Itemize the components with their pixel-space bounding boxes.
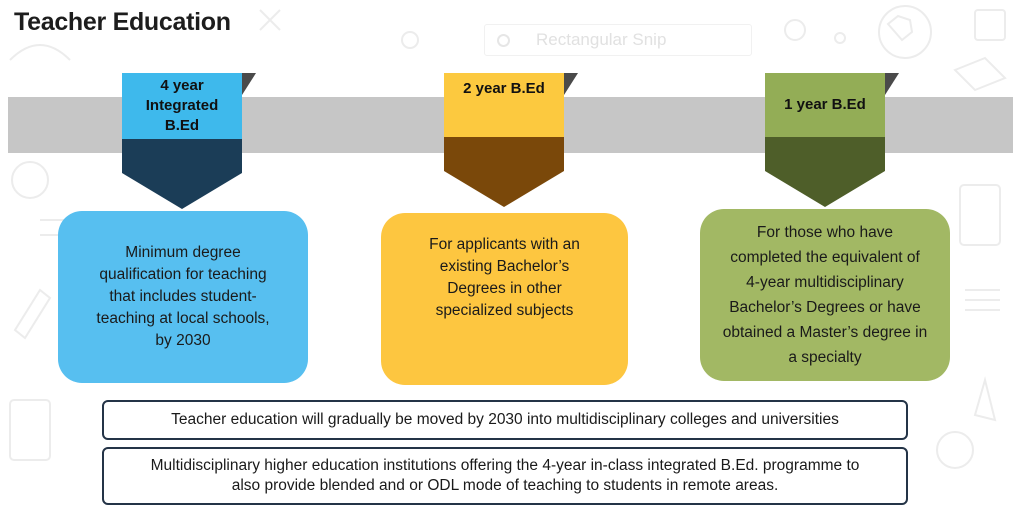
- stage-label: 2 year B.Ed: [463, 80, 545, 97]
- stage-chevron: [765, 137, 885, 207]
- stage-label-tab: 4 year Integrated B.Ed: [122, 73, 242, 139]
- stage-label-tab: 2 year B.Ed: [444, 73, 564, 137]
- tab-fold: [242, 73, 256, 95]
- note-text: Multidisciplinary higher education insti…: [150, 457, 860, 494]
- stage-description: For applicants with an existing Bachelor…: [429, 236, 580, 319]
- note-text: Teacher education will gradually be move…: [171, 411, 839, 428]
- note-box: Teacher education will gradually be move…: [102, 400, 908, 440]
- note-box: Multidisciplinary higher education insti…: [102, 447, 908, 505]
- stage-label: 1 year B.Ed: [784, 96, 866, 113]
- page-title: Teacher Education: [14, 8, 231, 36]
- ghost-snip-watermark: Rectangular Snip: [484, 24, 752, 56]
- stage-description-box: Minimum degree qualification for teachin…: [58, 211, 308, 383]
- tab-fold: [564, 73, 578, 95]
- stage-chevron: [444, 137, 564, 207]
- stage-description-box: For applicants with an existing Bachelor…: [381, 213, 628, 385]
- ghost-snip-label: Rectangular Snip: [536, 30, 667, 49]
- stage-description: Minimum degree qualification for teachin…: [96, 244, 270, 349]
- stage-chevron: [122, 139, 242, 209]
- stage-label: 4 year Integrated B.Ed: [145, 77, 219, 134]
- tab-fold: [885, 73, 899, 95]
- stage-label-tab: 1 year B.Ed: [765, 73, 885, 137]
- stage-description: For those who have completed the equival…: [722, 224, 928, 366]
- stage-description-box: For those who have completed the equival…: [700, 209, 950, 381]
- snip-icon: [497, 33, 510, 47]
